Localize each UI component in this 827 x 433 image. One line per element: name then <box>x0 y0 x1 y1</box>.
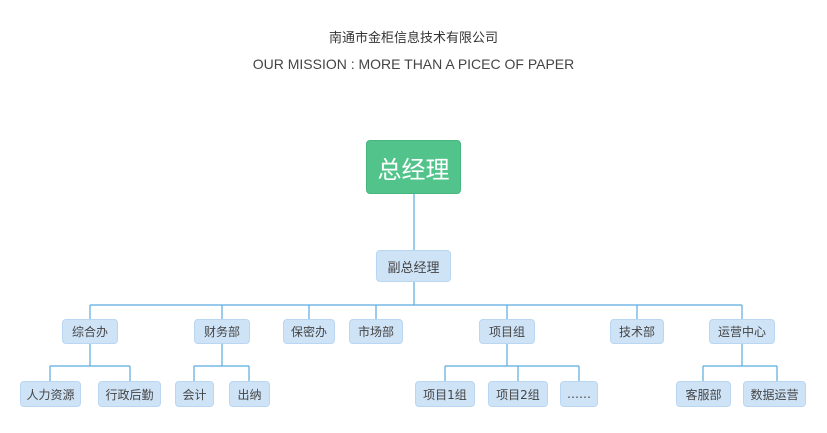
connector-dept1-children <box>49 344 131 381</box>
dept-node-operations-center[interactable]: 运营中心 <box>709 319 775 344</box>
sub-node-cashier[interactable]: 出纳 <box>229 381 270 407</box>
sub-node-admin-logistics[interactable]: 行政后勤 <box>98 381 161 407</box>
sub-node-project-group-2[interactable]: 项目2组 <box>488 381 548 407</box>
dept-node-project-team[interactable]: 项目组 <box>479 319 535 344</box>
company-name: 南通市金柜信息技术有限公司 <box>328 31 498 46</box>
root-node-general-manager[interactable]: 总经理 <box>366 140 461 194</box>
connector-dept2-children <box>193 344 250 381</box>
vp-node-deputy-general-manager[interactable]: 副总经理 <box>376 250 451 282</box>
connector-dept5-children <box>444 344 580 381</box>
dept-node-security-office[interactable]: 保密办 <box>283 319 335 344</box>
sub-node-more[interactable]: …… <box>560 381 598 407</box>
dept-node-general-office[interactable]: 综合办 <box>62 319 118 344</box>
sub-node-customer-service[interactable]: 客服部 <box>676 381 731 407</box>
dept-node-technology[interactable]: 技术部 <box>610 319 664 344</box>
sub-node-project-group-1[interactable]: 项目1组 <box>415 381 475 407</box>
sub-node-human-resources[interactable]: 人力资源 <box>20 381 81 407</box>
sub-node-accounting[interactable]: 会计 <box>175 381 214 407</box>
dept-node-marketing[interactable]: 市场部 <box>349 319 403 344</box>
sub-node-data-operations[interactable]: 数据运营 <box>743 381 806 407</box>
connector-dept7-children <box>702 344 778 381</box>
dept-node-finance[interactable]: 财务部 <box>194 319 250 344</box>
mission-statement: OUR MISSION : MORE THAN A PICEC OF PAPER <box>252 56 575 72</box>
